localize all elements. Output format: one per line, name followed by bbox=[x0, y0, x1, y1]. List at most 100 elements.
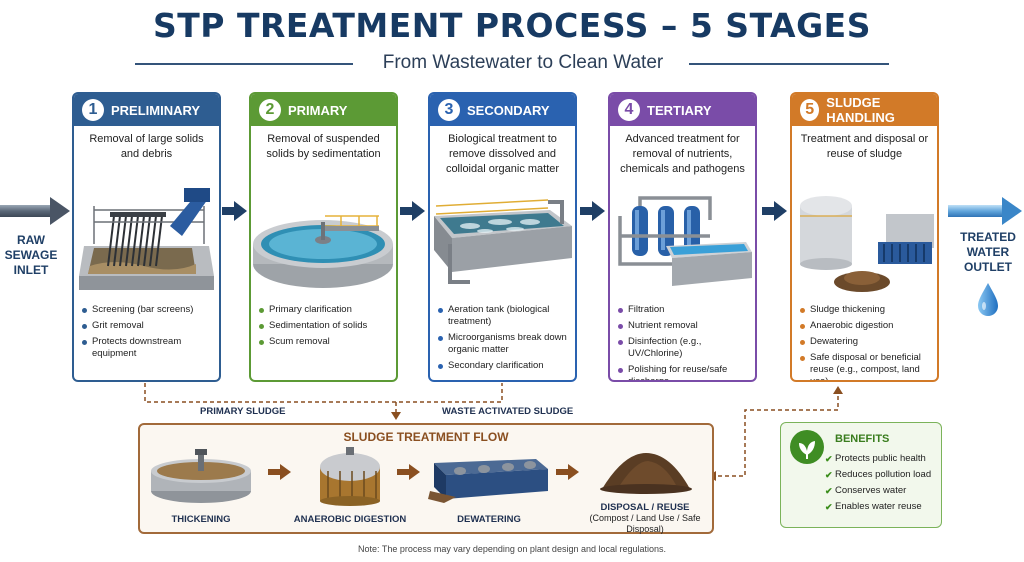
stage-number: 1 bbox=[82, 99, 104, 121]
divider bbox=[135, 63, 353, 65]
list-item: Polishing for reuse/safe discharge bbox=[618, 364, 749, 380]
stage-arrow-icon bbox=[580, 201, 605, 221]
stage-header: 2 PRIMARY bbox=[251, 94, 396, 126]
clarifier-illustration bbox=[251, 186, 396, 296]
stage-title: TERTIARY bbox=[647, 102, 712, 118]
stage-header: 4 TERTIARY bbox=[610, 94, 755, 126]
inlet-line: RAW bbox=[17, 233, 45, 247]
stage-card-secondary: 3 SECONDARY Biological treatment to remo… bbox=[428, 92, 577, 382]
list-item: Safe disposal or beneficial reuse (e.g.,… bbox=[800, 352, 931, 380]
checkmark-icon: ✔ bbox=[825, 470, 833, 480]
sludge-step-dewatering: DEWATERING bbox=[424, 445, 554, 525]
stage-card-sludge-handling: 5 SLUDGE HANDLING Treatment and disposal… bbox=[790, 92, 939, 382]
stage-bullet-list: Sludge thickening Anaerobic digestion De… bbox=[792, 296, 937, 380]
waste-activated-sludge-label: WASTE ACTIVATED SLUDGE bbox=[442, 406, 574, 417]
belt-press-illustration bbox=[428, 459, 548, 503]
inlet-label: RAW SEWAGE INLET bbox=[4, 233, 58, 278]
stage-title: SECONDARY bbox=[467, 102, 550, 118]
stage-card-primary: 2 PRIMARY Removal of suspended solids by… bbox=[249, 92, 398, 382]
stage-description: Treatment and disposal or reuse of sludg… bbox=[800, 133, 929, 160]
inlet-arrow bbox=[0, 197, 70, 225]
divider bbox=[689, 63, 889, 65]
list-item: Anaerobic digestion bbox=[800, 320, 931, 332]
list-item: ✔Protects public health bbox=[825, 451, 931, 467]
list-item: Microorganisms break down organic matter bbox=[438, 332, 569, 356]
stage-header: 3 SECONDARY bbox=[430, 94, 575, 126]
checkmark-icon: ✔ bbox=[825, 502, 833, 512]
stage-title: PRELIMINARY bbox=[111, 102, 201, 118]
benefits-panel: BENEFITS ✔Protects public health ✔Reduce… bbox=[780, 422, 942, 528]
checkmark-icon: ✔ bbox=[825, 486, 833, 496]
sludge-step-label: DEWATERING bbox=[457, 514, 521, 525]
bar-screen-illustration bbox=[74, 186, 219, 296]
stage-description: Removal of large solids and debris bbox=[89, 133, 204, 160]
outlet-line: OUTLET bbox=[964, 260, 1012, 274]
benefit-text: Reduces pollution load bbox=[835, 469, 932, 480]
stage-title: SLUDGE HANDLING bbox=[826, 95, 895, 125]
list-item: Protects downstream equipment bbox=[82, 336, 213, 360]
stage-bullet-list: Aeration tank (biological treatment) Mic… bbox=[430, 296, 575, 372]
list-item: ✔Enables water reuse bbox=[825, 499, 931, 515]
stage-arrow-icon bbox=[762, 201, 787, 221]
stage-arrow-icon bbox=[222, 201, 247, 221]
stage-description: Advanced treatment for removal of nutrie… bbox=[620, 133, 745, 175]
sludge-step-label: THICKENING bbox=[171, 514, 231, 525]
sludge-step-label: ANAEROBIC DIGESTION bbox=[293, 514, 407, 525]
list-item: Disinfection (e.g., UV/Chlorine) bbox=[618, 336, 749, 360]
stage-number: 2 bbox=[259, 99, 281, 121]
sludge-treatment-flow: SLUDGE TREATMENT FLOW THICKENING ANAEROB… bbox=[138, 423, 714, 534]
list-item: Screening (bar screens) bbox=[82, 304, 213, 316]
inlet-line: SEWAGE bbox=[4, 248, 58, 262]
aeration-tank-illustration bbox=[430, 186, 575, 296]
flow-arrow-icon bbox=[556, 464, 579, 480]
outlet-arrow bbox=[948, 197, 1022, 225]
benefit-text: Enables water reuse bbox=[835, 501, 922, 512]
stage-description: Biological treatment to remove dissolved… bbox=[445, 133, 560, 175]
stage-title: PRIMARY bbox=[288, 102, 348, 118]
stage-bullet-list: Screening (bar screens) Grit removal Pro… bbox=[74, 296, 219, 360]
disposal-note: (Compost / Land Use / Safe Disposal) bbox=[589, 513, 701, 534]
outlet-line: TREATED bbox=[960, 230, 1016, 244]
footnote: Note: The process may vary depending on … bbox=[357, 544, 667, 554]
benefit-text: Conserves water bbox=[835, 485, 907, 496]
list-item: Grit removal bbox=[82, 320, 213, 332]
stage-bullet-list: Filtration Nutrient removal Disinfection… bbox=[610, 296, 755, 380]
list-item: Aeration tank (biological treatment) bbox=[438, 304, 569, 328]
stage-arrow-icon bbox=[400, 201, 425, 221]
leaf-icon bbox=[790, 430, 824, 464]
stage-bullet-list: Primary clarification Sedimentation of s… bbox=[251, 296, 396, 348]
list-item: Secondary clarification bbox=[438, 360, 569, 372]
benefit-text: Protects public health bbox=[835, 453, 926, 464]
list-item: Scum removal bbox=[259, 336, 390, 348]
soil-pile-illustration bbox=[600, 453, 692, 494]
digester-illustration bbox=[320, 447, 380, 506]
sludge-step-disposal-reuse: DISPOSAL / REUSE (Compost / Land Use / S… bbox=[580, 445, 710, 535]
sludge-flow-title: SLUDGE TREATMENT FLOW bbox=[343, 430, 509, 444]
list-item: Dewatering bbox=[800, 336, 931, 348]
list-item: Sedimentation of solids bbox=[259, 320, 390, 332]
flow-arrow-icon bbox=[397, 464, 420, 480]
list-item: Filtration bbox=[618, 304, 749, 316]
thickener-illustration bbox=[151, 449, 251, 503]
flow-arrow-icon bbox=[268, 464, 291, 480]
primary-sludge-label: PRIMARY SLUDGE bbox=[200, 406, 286, 417]
stage-number: 3 bbox=[438, 99, 460, 121]
sludge-step-thickening: THICKENING bbox=[146, 445, 256, 525]
stage-number: 4 bbox=[618, 99, 640, 121]
sludge-plant-illustration bbox=[792, 186, 937, 296]
list-item: Nutrient removal bbox=[618, 320, 749, 332]
sludge-step-anaerobic-digestion: ANAEROBIC DIGESTION bbox=[288, 445, 412, 525]
list-item: ✔Conserves water bbox=[825, 483, 931, 499]
sludge-step-label: DISPOSAL / REUSE bbox=[600, 502, 690, 513]
stage-number: 5 bbox=[800, 99, 820, 121]
list-item: Primary clarification bbox=[259, 304, 390, 316]
stage-description: Removal of suspended solids by sedimenta… bbox=[266, 133, 381, 160]
stage-card-tertiary: 4 TERTIARY Advanced treatment for remova… bbox=[608, 92, 757, 382]
stage-header: 1 PRELIMINARY bbox=[74, 94, 219, 126]
filtration-illustration bbox=[610, 186, 755, 296]
benefits-title: BENEFITS bbox=[835, 433, 890, 445]
stage-header: 5 SLUDGE HANDLING bbox=[792, 94, 937, 126]
outlet-label: TREATED WATER OUTLET bbox=[958, 230, 1018, 275]
checkmark-icon: ✔ bbox=[825, 454, 833, 464]
stage-card-preliminary: 1 PRELIMINARY Removal of large solids an… bbox=[72, 92, 221, 382]
